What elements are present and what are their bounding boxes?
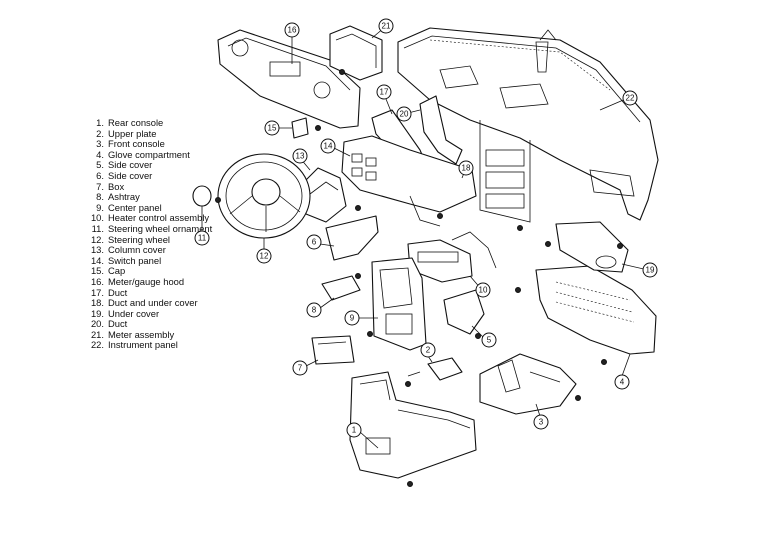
svg-text:19: 19 [646, 266, 655, 275]
meter-hood-drawing [217, 29, 361, 129]
legend-item: 18.Duct and under cover [90, 297, 198, 309]
heater-control-drawing [407, 231, 497, 283]
svg-text:21: 21 [382, 22, 391, 31]
callout-12: 12 [256, 248, 272, 264]
box-drawing [311, 335, 355, 365]
under-cover-drawing [555, 221, 629, 273]
meter-assembly-drawing [329, 25, 383, 81]
callout-11: 11 [194, 230, 210, 246]
ashtray-drawing [321, 275, 361, 301]
svg-text:9: 9 [350, 314, 355, 323]
svg-text:3: 3 [539, 418, 544, 427]
svg-text:12: 12 [260, 252, 269, 261]
callout-6: 6 [306, 234, 322, 250]
legend-item: 9.Center panel [96, 201, 162, 213]
front-console-drawing [479, 353, 577, 415]
svg-text:22: 22 [626, 94, 635, 103]
callout-9: 9 [344, 310, 360, 326]
callout-8: 8 [306, 302, 322, 318]
callout-19: 19 [642, 262, 658, 278]
svg-text:20: 20 [400, 110, 409, 119]
svg-text:13: 13 [296, 152, 305, 161]
legend-item: 17.Duct [90, 286, 128, 298]
callout-17: 17 [376, 84, 392, 100]
legend-item: 3.Front console [96, 138, 165, 150]
cap-drawing [291, 117, 309, 139]
callout-15: 15 [264, 120, 280, 136]
legend-item: 8.Ashtray [96, 191, 140, 203]
callout-14: 14 [320, 138, 336, 154]
svg-text:8: 8 [312, 306, 317, 315]
switch-panel-drawing [341, 135, 477, 227]
callout-18: 18 [458, 160, 474, 176]
svg-text:16: 16 [288, 26, 297, 35]
legend-item: 4.Glove compartment [96, 148, 190, 160]
legend-item: 7.Box [96, 180, 125, 192]
side-cover-6-drawing [325, 215, 379, 261]
callout-4: 4 [614, 374, 630, 390]
callout-16: 16 [284, 22, 300, 38]
svg-text:6: 6 [312, 238, 317, 247]
center-panel-drawing [371, 257, 427, 351]
callout-2: 2 [420, 342, 436, 358]
svg-text:5: 5 [487, 336, 492, 345]
glove-compartment-drawing [535, 265, 657, 355]
svg-text:11: 11 [198, 234, 207, 243]
legend-item: 10.Heater control assembly [90, 212, 210, 224]
callout-20: 20 [396, 106, 412, 122]
callout-5: 5 [481, 332, 497, 348]
svg-text:10: 10 [479, 286, 488, 295]
legend-item: 6.Side cover [96, 169, 153, 181]
callout-1: 1 [346, 422, 362, 438]
legend-item: 5.Side cover [96, 159, 153, 171]
upper-plate-drawing [407, 357, 463, 381]
svg-text:4: 4 [620, 378, 625, 387]
svg-text:1: 1 [352, 426, 357, 435]
svg-text:15: 15 [268, 124, 277, 133]
callout-13: 13 [292, 148, 308, 164]
svg-text:14: 14 [324, 142, 333, 151]
svg-text:18: 18 [462, 164, 471, 173]
callout-7: 7 [292, 360, 308, 376]
parts-legend: 1.Rear console 2.Upper plate 3.Front con… [86, 117, 216, 351]
svg-text:2: 2 [426, 346, 431, 355]
legend-item: 12.Steering wheel [90, 233, 171, 245]
callout-22: 22 [622, 90, 638, 106]
side-cover-5-drawing [443, 289, 485, 335]
fastener-screws [315, 69, 623, 487]
instrument-panel-drawing [397, 27, 659, 223]
legend-item: 21.Meter assembly [90, 328, 175, 340]
legend-item: 1.Rear console [96, 117, 164, 128]
rear-console-drawing [349, 371, 477, 479]
legend-item: 11.Steering wheel ornament [91, 222, 213, 234]
svg-text:17: 17 [380, 88, 389, 97]
legend-item: 13.Column cover [90, 244, 166, 256]
callout-3: 3 [533, 414, 549, 430]
callout-10: 10 [475, 282, 491, 298]
legend-item: 16.Meter/gauge hood [90, 275, 185, 287]
legend-item: 15.Cap [90, 265, 126, 277]
legend-item: 20.Duct [90, 318, 128, 330]
steering-ornament-drawing [192, 185, 221, 207]
steering-wheel-drawing [217, 153, 311, 239]
legend-item: 19.Under cover [90, 307, 160, 319]
legend-item: 2.Upper plate [96, 127, 157, 139]
callout-21: 21 [378, 18, 394, 34]
legend-item: 22.Instrument panel [90, 339, 178, 351]
svg-text:7: 7 [298, 364, 303, 373]
legend-item: 14.Switch panel [90, 254, 162, 266]
